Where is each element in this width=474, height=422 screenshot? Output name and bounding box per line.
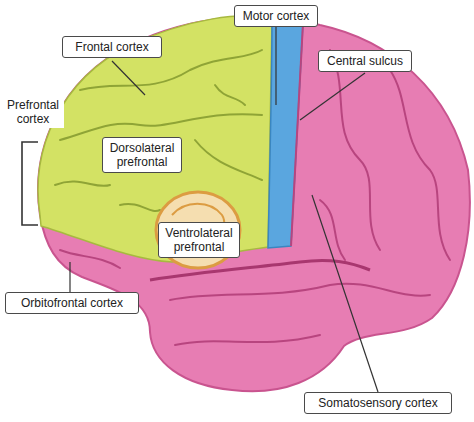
label-text: Ventrolateral prefrontal [163, 226, 235, 254]
gyrus-line [175, 335, 320, 345]
region-label: Frontal cortex [62, 36, 162, 58]
leader-line [300, 73, 365, 120]
region-label: Central sulcus [318, 50, 412, 72]
leader-line [312, 195, 378, 392]
gyrus-line [195, 140, 262, 180]
region-caption: Prefrontal cortex [2, 96, 64, 128]
region-label: Orbitofrontal cortex [5, 292, 139, 314]
brain-outline [38, 17, 470, 391]
leader-line [275, 27, 276, 105]
ventrolateral-region [156, 192, 240, 268]
label-text: Central sulcus [323, 54, 407, 68]
gyrus-line [120, 204, 160, 211]
leader-line [112, 61, 145, 95]
label-text: Frontal cortex [67, 40, 157, 54]
gyrus-line [170, 284, 430, 300]
frontal-gyri [55, 50, 262, 211]
central-sulcus-line [291, 23, 303, 246]
region-label: Motor cortex [234, 5, 318, 27]
label-text: Dorsolateral prefrontal [107, 141, 177, 169]
leader-line [69, 262, 70, 292]
leader-lines [22, 27, 378, 392]
prefrontal-bracket [22, 142, 38, 225]
gyrus-line [55, 181, 110, 186]
label-text: Orbitofrontal cortex [10, 296, 134, 310]
gyrus-line [390, 70, 450, 260]
gyrus-line [60, 250, 120, 268]
region-label: Ventrolateral prefrontal [158, 222, 240, 258]
motor-strip [268, 18, 303, 248]
label-text: Somatosensory cortex [309, 396, 447, 410]
region-label: Dorsolateral prefrontal [102, 137, 182, 173]
region-label: Somatosensory cortex [304, 392, 452, 414]
label-text: Motor cortex [239, 9, 313, 23]
gyrus-line [215, 85, 245, 105]
